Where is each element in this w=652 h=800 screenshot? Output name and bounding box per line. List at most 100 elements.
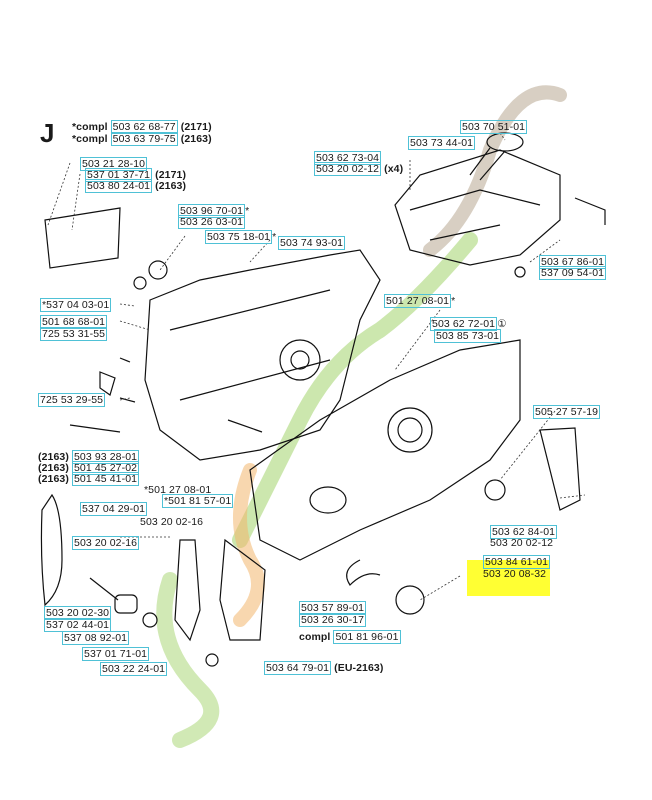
watermark bbox=[156, 85, 567, 748]
part-number-link[interactable]: 537 04 29-01 bbox=[80, 502, 148, 516]
part-label: 503 20 02-12 (x4) bbox=[314, 162, 404, 176]
header-part-line-2: *compl 503 63 79-75 (2163) bbox=[72, 132, 212, 146]
part-label-highlighted: 503 20 08-32 bbox=[483, 568, 546, 580]
part-number-link[interactable]: 501 27 08-01 bbox=[384, 294, 452, 308]
part-number-link[interactable]: 503 93 28-01 bbox=[71, 450, 140, 464]
part-number-link[interactable]: 503 20 02-12 bbox=[314, 162, 382, 176]
part-label: (2163) 501 45 27-02 bbox=[38, 461, 140, 475]
part-label: 503 74 93-01 bbox=[278, 236, 346, 250]
part-label: 503 20 02-30 bbox=[44, 606, 112, 620]
part-number-link[interactable]: 503 22 24-01 bbox=[100, 662, 168, 676]
lower-parts-drawing bbox=[40, 493, 266, 667]
part-number-text: *501 27 08-01 bbox=[144, 484, 212, 496]
part-label: 503 62 84-01 bbox=[490, 525, 558, 539]
part-number-link[interactable]: 503 73 44-01 bbox=[408, 136, 476, 150]
part-label: *501 81 57-01 bbox=[162, 494, 234, 508]
part-number-text: 503 20 02-16 bbox=[140, 516, 204, 528]
part-label: 501 27 08-01* bbox=[384, 294, 456, 308]
note-mark: * bbox=[245, 205, 250, 217]
part-number-link[interactable]: 501 45 27-02 bbox=[71, 461, 140, 475]
handle-assembly-drawing bbox=[394, 132, 606, 278]
part-number-link[interactable]: 503 62 84-01 bbox=[490, 525, 558, 539]
part-number-link[interactable]: 503 20 02-16 bbox=[72, 536, 140, 550]
part-label: *501 27 08-01 bbox=[144, 484, 211, 496]
part-number-link[interactable]: 725 53 31-55 bbox=[40, 327, 108, 341]
section-letter: J bbox=[40, 118, 55, 148]
part-number-link[interactable]: 725 53 29-55 bbox=[38, 393, 106, 407]
part-label: 537 09 54-01 bbox=[539, 266, 607, 280]
part-label: 537 08 92-01 bbox=[62, 631, 130, 645]
part-label: 503 26 03-01 bbox=[178, 215, 246, 229]
part-number-link[interactable]: 503 64 79-01 bbox=[264, 661, 332, 675]
part-number-link[interactable]: 503 80 24-01 bbox=[85, 179, 153, 193]
part-label: 537 01 71-01 bbox=[82, 647, 150, 661]
part-number-link[interactable]: 503 20 02-30 bbox=[44, 606, 112, 620]
part-label: *537 04 03-01 bbox=[40, 298, 112, 312]
header-model: (2171) bbox=[180, 121, 212, 133]
part-number-link[interactable]: 537 08 92-01 bbox=[62, 631, 130, 645]
part-number-link[interactable]: 537 09 54-01 bbox=[539, 266, 607, 280]
part-number-link[interactable]: 503 75 18-01 bbox=[205, 230, 273, 244]
part-label: 725 53 29-55 bbox=[38, 393, 106, 407]
model-note: (2163) bbox=[38, 462, 69, 474]
circled-note-icon: ① bbox=[497, 318, 507, 330]
part-number-link[interactable]: 503 74 93-01 bbox=[278, 236, 346, 250]
part-label: 503 22 24-01 bbox=[100, 662, 168, 676]
part-number-link[interactable]: *537 04 03-01 bbox=[40, 298, 112, 312]
part-label: 503 73 44-01 bbox=[408, 136, 476, 150]
part-number-link[interactable]: 503 85 73-01 bbox=[434, 329, 502, 343]
part-number-link[interactable]: 503 21 28-10 bbox=[80, 157, 148, 171]
part-number-link[interactable]: 503 67 86-01 bbox=[539, 255, 607, 269]
part-number-link[interactable]: 503 26 30-17 bbox=[299, 613, 367, 627]
part-number-link[interactable]: 503 62 68-77 bbox=[110, 120, 178, 134]
part-number-link[interactable]: 503 63 79-75 bbox=[110, 132, 178, 146]
part-number-link[interactable]: 505 27 57-19 bbox=[533, 405, 601, 419]
model-note: (2163) bbox=[155, 180, 187, 192]
part-number-link[interactable]: 501 45 41-01 bbox=[71, 472, 140, 486]
part-number-link[interactable]: 503 57 89-01 bbox=[299, 601, 367, 615]
part-label: 503 67 86-01 bbox=[539, 255, 607, 269]
header-part-line-1: *compl 503 62 68-77 (2171) bbox=[72, 120, 212, 134]
part-number-link[interactable]: 537 02 44-01 bbox=[44, 618, 112, 632]
part-number-link[interactable]: 503 20 08-32 bbox=[483, 568, 547, 580]
part-label: 505 27 57-19 bbox=[533, 405, 601, 419]
part-label: 503 96 70-01* bbox=[178, 204, 250, 218]
leader-lines bbox=[47, 132, 586, 601]
part-label: 503 20 02-16 bbox=[72, 536, 140, 550]
part-number-link[interactable]: 503 70 51-01 bbox=[460, 120, 528, 134]
part-label: 503 20 02-12 bbox=[490, 537, 553, 549]
header-prefix: *compl bbox=[72, 121, 108, 133]
part-label: 725 53 31-55 bbox=[40, 327, 108, 341]
part-number-link[interactable]: 503 62 72-01 bbox=[430, 317, 498, 331]
part-number-link[interactable]: 503 84 61-01 bbox=[483, 555, 551, 569]
highlighted-part-marker bbox=[467, 560, 550, 596]
part-label: (2163) 501 45 41-01 bbox=[38, 472, 140, 486]
part-number-link[interactable]: 537 01 37-71 bbox=[85, 168, 153, 182]
part-number-link[interactable]: 503 26 03-01 bbox=[178, 215, 246, 229]
model-note: (2163) bbox=[38, 451, 69, 463]
header-prefix: *compl bbox=[72, 133, 108, 145]
part-label: 503 75 18-01* bbox=[205, 230, 277, 244]
left-crankcase-drawing bbox=[44, 207, 381, 461]
part-number-link[interactable]: 501 68 68-01 bbox=[40, 315, 108, 329]
part-label: 503 21 28-10 bbox=[80, 157, 148, 171]
right-crankcase-drawing bbox=[249, 339, 581, 615]
part-label: 503 20 02-16 bbox=[140, 516, 203, 528]
part-label: 537 04 29-01 bbox=[80, 502, 148, 516]
part-number-link[interactable]: *501 81 57-01 bbox=[162, 494, 234, 508]
header-model: (2163) bbox=[180, 133, 212, 145]
part-label: 537 01 37-71 (2171) bbox=[85, 168, 186, 182]
note-mark: * bbox=[272, 231, 277, 243]
part-number-link[interactable]: 501 81 96-01 bbox=[333, 630, 401, 644]
part-label: 537 02 44-01 bbox=[44, 618, 112, 632]
quantity-note: (x4) bbox=[384, 163, 404, 175]
part-number-link[interactable]: 537 01 71-01 bbox=[82, 647, 150, 661]
model-note: (EU-2163) bbox=[334, 662, 384, 674]
part-label: 503 64 79-01 (EU-2163) bbox=[264, 661, 384, 675]
model-note: (2163) bbox=[38, 473, 69, 485]
part-number-link[interactable]: 503 62 73-04 bbox=[314, 151, 382, 165]
note-mark: * bbox=[451, 295, 456, 307]
part-number-link[interactable]: 503 96 70-01 bbox=[178, 204, 246, 218]
